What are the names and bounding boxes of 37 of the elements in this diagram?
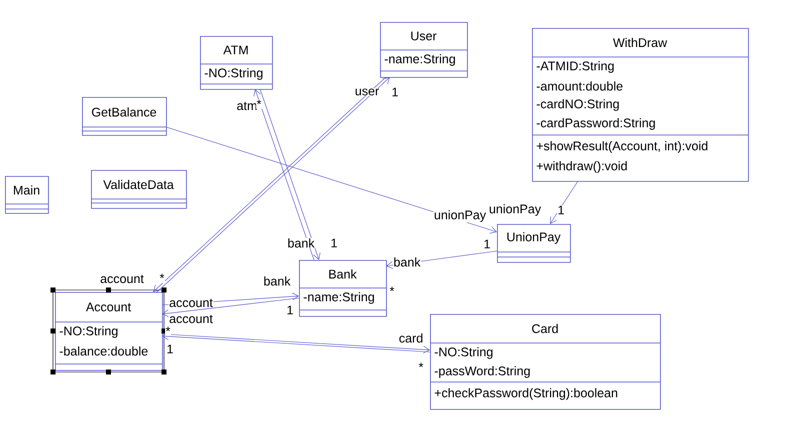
role-name: account [168, 314, 214, 324]
class-box: GetBalance [82, 97, 167, 136]
class-box: Bank -name:String [298, 260, 387, 317]
multiplicity-label: * [165, 326, 171, 336]
class-box: WithDraw -ATMID:String -amount:double -cardNO:String -cardPassword:String +showResult(Account, int):void +withdraw():void [532, 28, 749, 182]
role-name: unionPay [488, 204, 542, 216]
role-name: unionPay [433, 210, 487, 222]
multiplicity-label: 1 [557, 205, 565, 215]
multiplicity-label: * [256, 99, 262, 109]
association-arrow [260, 88, 320, 260]
multiplicity-label: * [159, 273, 165, 283]
association-arrow [166, 126, 497, 234]
multiplicity-label: 1 [286, 305, 294, 315]
role-name: bank [262, 276, 292, 286]
class-box: UnionPay [496, 224, 571, 263]
role-name: atm [236, 101, 258, 111]
class-box: Main [4, 176, 49, 214]
class-box: Account -NO:String -balance:double [54, 292, 163, 371]
multiplicity-label: * [389, 286, 395, 296]
role-name: user [354, 88, 380, 96]
association-arrow [550, 180, 578, 224]
class-box: Card -NO:String -passWord:String +checkPassword(String):boolean [430, 314, 661, 410]
multiplicity-label: 1 [391, 87, 399, 97]
class-box: User -name:String [380, 22, 468, 78]
role-name: account [100, 274, 144, 284]
role-name: account [168, 298, 214, 308]
association-arrow [162, 298, 300, 318]
multiplicity-label: 1 [166, 344, 174, 354]
class-box: ATM -NO:String [200, 36, 273, 90]
multiplicity-label: 1 [330, 238, 338, 248]
multiplicity-label: 1 [483, 239, 491, 249]
role-name: card [398, 332, 424, 344]
role-name: bank [392, 256, 422, 268]
role-name: bank [286, 238, 316, 248]
class-box: ValidateData [90, 170, 187, 209]
association-arrow [254, 89, 314, 260]
multiplicity-label: * [418, 362, 424, 372]
